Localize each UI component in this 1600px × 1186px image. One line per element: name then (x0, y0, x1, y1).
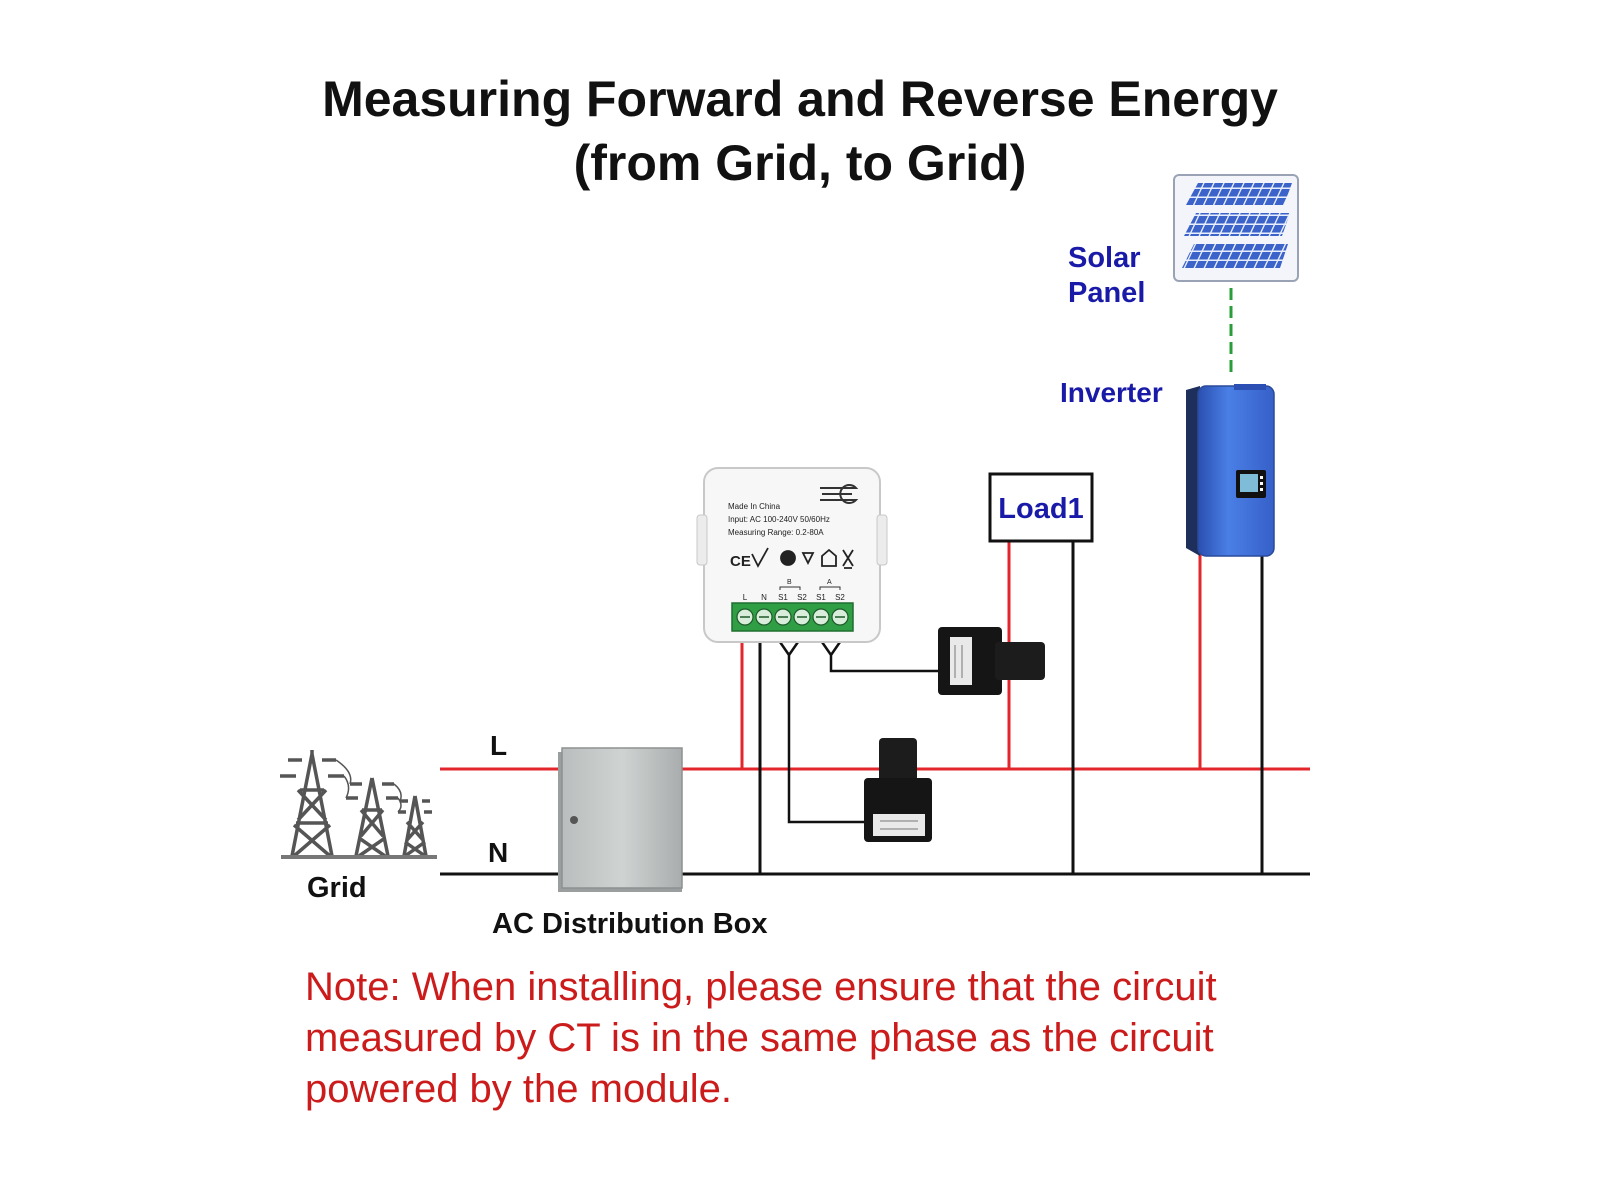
certification-icons (751, 547, 854, 569)
inverter-unit (1186, 384, 1275, 557)
module-group-b-label: B (787, 579, 792, 586)
module-group-a-label: A (827, 579, 832, 586)
current-transformer-clamp-icon (938, 627, 1045, 695)
module-text-line2: Input: AC 100-240V 50/60Hz (728, 515, 830, 524)
ct-b-lead (778, 641, 866, 824)
energy-meter-module (696, 467, 888, 643)
load-box (988, 472, 1094, 543)
ct-a-lead (820, 641, 940, 673)
current-transformer-clamp-icon (864, 738, 932, 842)
solar-panel-icon (1173, 174, 1299, 282)
solar-panel-label-line1: Solar (1068, 242, 1141, 274)
load-label: Load1 (998, 493, 1083, 525)
inverter-label: Inverter (1060, 377, 1163, 408)
grid-label: Grid (307, 872, 367, 904)
installation-note: Note: When installing, please ensure tha… (305, 962, 1285, 1115)
terminal-label-l: L (743, 593, 748, 602)
diagram-title-line1: Measuring Forward and Reverse Energy (322, 71, 1278, 127)
live-line-label: L (490, 730, 507, 761)
terminal-label-n: N (761, 593, 767, 602)
solar-panel-label-line2: Panel (1068, 277, 1145, 309)
module-text-line1: Made In China (728, 502, 781, 511)
terminal-label-b-s2: S2 (797, 593, 807, 602)
transmission-tower-icon (280, 750, 437, 859)
installation-note-text: When installing, please ensure that the … (305, 965, 1217, 1111)
ac-distribution-box (558, 747, 683, 892)
ac-distribution-box-label: AC Distribution Box (492, 908, 768, 940)
installation-note-prefix: Note: (305, 965, 401, 1009)
module-text-line3: Measuring Range: 0.2-80A (728, 528, 824, 537)
terminal-label-a-s1: S1 (816, 593, 826, 602)
diagram-title-line2: (from Grid, to Grid) (573, 135, 1027, 191)
module-cert-ce: CE (730, 553, 751, 570)
terminal-label-b-s1: S1 (778, 593, 788, 602)
neutral-line-label: N (488, 837, 508, 868)
terminal-label-a-s2: S2 (835, 593, 845, 602)
